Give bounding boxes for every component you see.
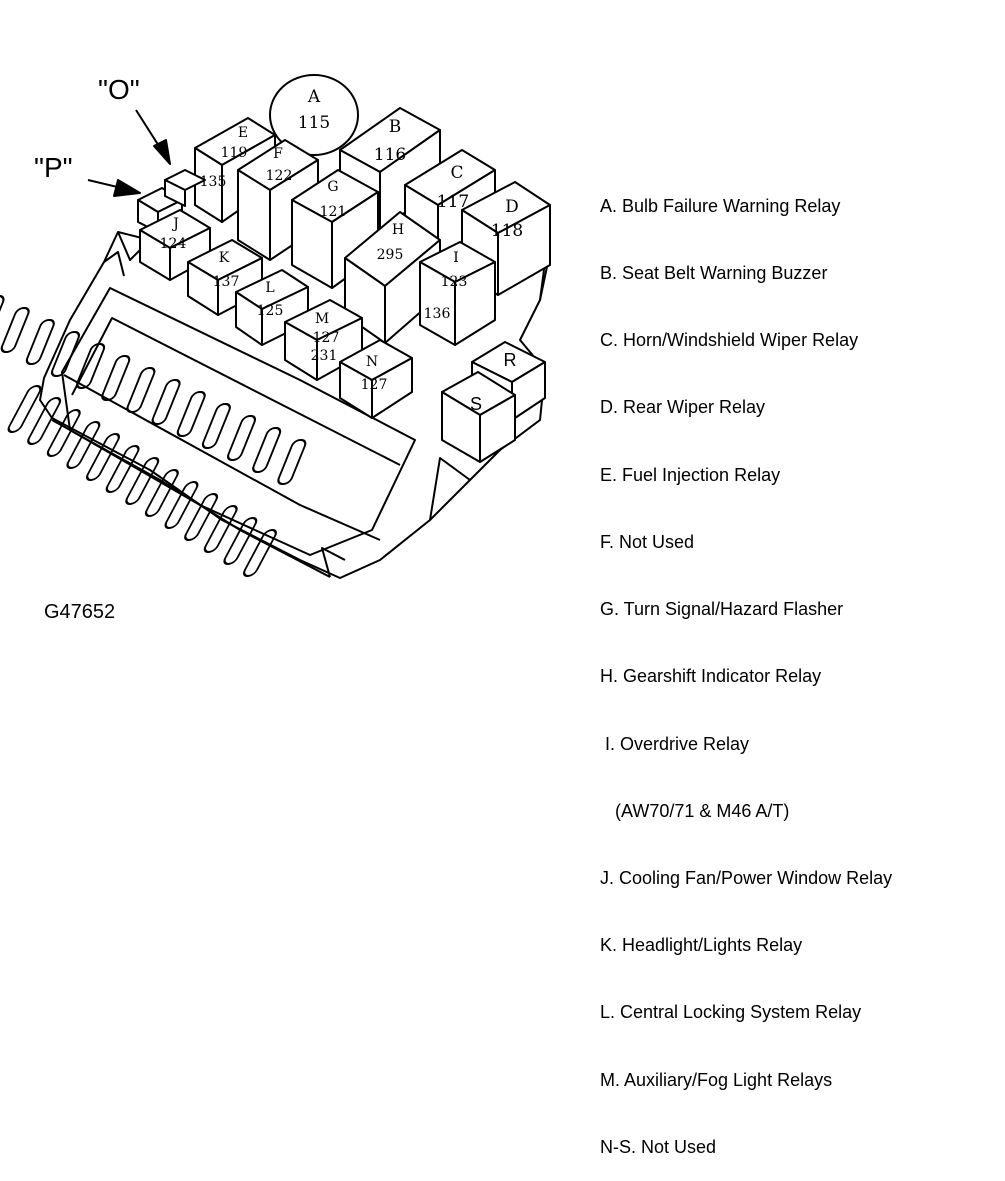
relay-m-number: 127 — [313, 330, 340, 346]
relay-g — [291, 169, 379, 289]
relay-m — [284, 299, 363, 381]
relay-k-letter: K — [219, 250, 230, 266]
relay-l-number: 125 — [257, 303, 284, 319]
relay-d-number: 118 — [491, 221, 523, 241]
relay-s-letter: S — [470, 394, 482, 414]
relay-n-number: 127 — [361, 377, 388, 393]
relay-o — [164, 169, 206, 207]
relay-legend: A. Bulb Failure Warning Relay B. Seat Be… — [600, 150, 892, 1181]
relay-s — [441, 371, 516, 463]
legend-item-k: K. Headlight/Lights Relay — [600, 935, 803, 956]
callout-o-arrow — [135, 109, 171, 165]
figure-code: G47652 — [44, 601, 116, 623]
legend-item-g: G. Turn Signal/Hazard Flasher — [600, 599, 844, 620]
legend-item-i-note: (AW70/71 & M46 A/T) — [600, 800, 790, 821]
legend-item-m: M. Auxiliary/Fog Light Relays — [600, 1069, 833, 1090]
relay-i-extra: 136 — [424, 306, 451, 322]
relay-box-diagram: A 115 B 116 E 119 135 F 122 C 117 G 121 … — [0, 74, 551, 579]
relay-n-letter: N — [366, 354, 378, 370]
callout-p-arrow — [87, 179, 141, 197]
relay-f-letter: F — [273, 146, 283, 162]
legend-item-j: J. Cooling Fan/Power Window Relay — [600, 868, 893, 888]
relay-r-letter: R — [504, 350, 517, 370]
legend-item-a: A. Bulb Failure Warning Relay — [600, 195, 841, 216]
legend-item-f: F. Not Used — [600, 531, 695, 552]
legend-item-d: D. Rear Wiper Relay — [600, 397, 766, 418]
relay-a-number: 115 — [298, 113, 330, 133]
relay-j-number: 124 — [160, 236, 187, 252]
callout-o-label: "O" — [98, 74, 140, 105]
relay-k — [187, 239, 263, 316]
relay-h-number: 295 — [377, 247, 404, 263]
relay-e-letter: E — [238, 125, 248, 141]
relay-e-number: 119 — [221, 145, 248, 161]
relay-c-letter: C — [450, 163, 463, 183]
relay-e-extra: 135 — [200, 174, 227, 190]
relay-n — [339, 339, 413, 419]
legend-item-l: L. Central Locking System Relay — [600, 1002, 862, 1023]
relay-l-letter: L — [265, 280, 274, 296]
relay-i — [419, 241, 496, 346]
relay-h-letter: H — [392, 222, 404, 238]
relay-a-letter: A — [307, 87, 321, 107]
relay-f-number: 122 — [266, 168, 293, 184]
relay-l — [235, 269, 309, 346]
relay-b-letter: B — [389, 117, 402, 137]
relay-labels: A 115 B 116 E 119 135 F 122 C 117 G 121 … — [160, 87, 524, 414]
relay-j-letter: J — [171, 216, 179, 232]
legend-item-b: B. Seat Belt Warning Buzzer — [600, 263, 828, 284]
relay-a — [269, 74, 359, 156]
fuse-slots-row-1 — [0, 295, 307, 485]
relay-b-number: 116 — [374, 145, 406, 165]
legend-item-e: E. Fuel Injection Relay — [600, 464, 781, 485]
relay-i-letter: I — [453, 250, 459, 266]
relay-m-letter: M — [315, 311, 329, 327]
relay-m-number2: 231 — [311, 348, 338, 364]
callout-p-label: "P" — [34, 152, 73, 183]
legend-item-c: C. Horn/Windshield Wiper Relay — [600, 330, 859, 351]
relay-d-letter: D — [505, 197, 519, 217]
legend-item-h: H. Gearshift Indicator Relay — [600, 666, 822, 687]
relay-g-number: 121 — [320, 204, 347, 220]
fuse-slots-row-2 — [7, 385, 277, 577]
relay-i-number: 123 — [441, 274, 468, 290]
relay-g-letter: G — [327, 179, 338, 195]
legend-item-n-s: N-S. Not Used — [600, 1136, 717, 1157]
relay-k-number: 137 — [213, 274, 240, 290]
relay-c-number: 117 — [437, 192, 469, 212]
legend-item-i: I. Overdrive Relay — [600, 733, 750, 754]
